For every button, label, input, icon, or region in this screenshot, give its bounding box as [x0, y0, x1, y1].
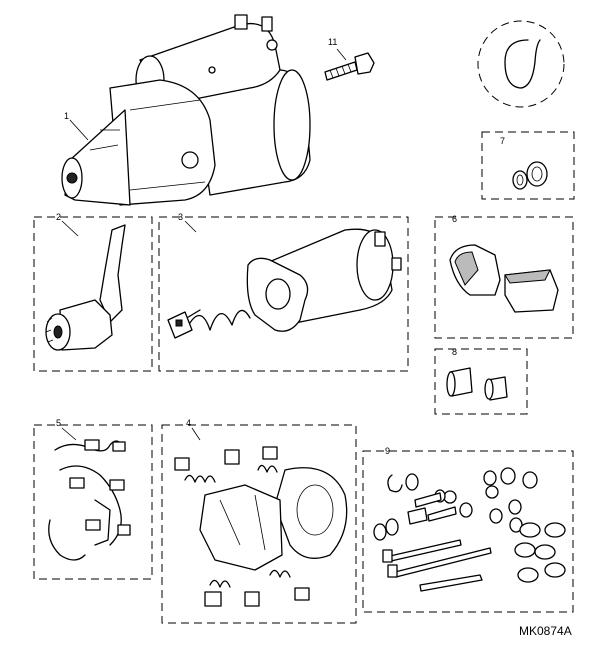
panel-2 [33, 216, 153, 372]
callout-3: 3 [178, 212, 183, 222]
panel-5 [33, 424, 153, 580]
panel-8 [434, 348, 528, 415]
seal-kit-illustration [512, 161, 548, 190]
solenoid-illustration [167, 228, 402, 339]
callout-4: 4 [186, 418, 191, 428]
panel-9 [362, 450, 574, 613]
panel-3 [158, 216, 409, 372]
drive-pinion-illustration [45, 224, 126, 351]
bushes-illustration [446, 367, 508, 401]
circlip-panel [477, 20, 565, 108]
diagram-reference: MK0874A [519, 624, 572, 638]
panel-6 [434, 216, 574, 339]
callout-5: 5 [56, 418, 61, 428]
bolt-illustration [324, 52, 375, 81]
fixings-kit-illustration [373, 467, 566, 592]
callout-6: 6 [452, 214, 457, 224]
panel-7 [481, 131, 575, 200]
seal-and-bush-illustration [449, 244, 559, 313]
callout-8: 8 [452, 347, 457, 357]
brush-holder-illustration [174, 446, 348, 607]
starter-motor-illustration [61, 14, 311, 206]
callout-2: 2 [56, 212, 61, 222]
circlip-illustration [504, 39, 541, 89]
panel-4 [161, 424, 357, 624]
callout-9: 9 [385, 446, 390, 456]
callout-11: 11 [328, 37, 337, 47]
callout-7: 7 [500, 136, 505, 146]
field-coil-brushes-illustration [48, 439, 131, 561]
callout-1: 1 [64, 111, 69, 121]
